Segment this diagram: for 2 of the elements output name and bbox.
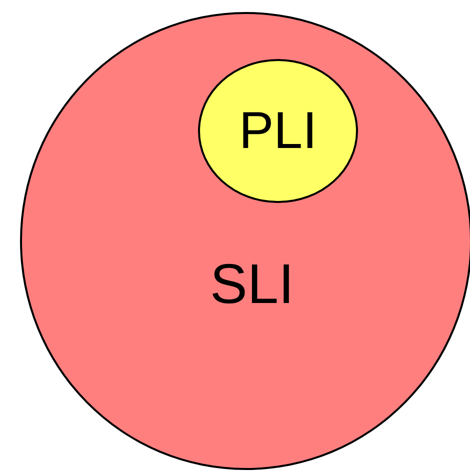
set-label: SLI xyxy=(210,256,294,312)
set-label: PLI xyxy=(238,105,318,157)
